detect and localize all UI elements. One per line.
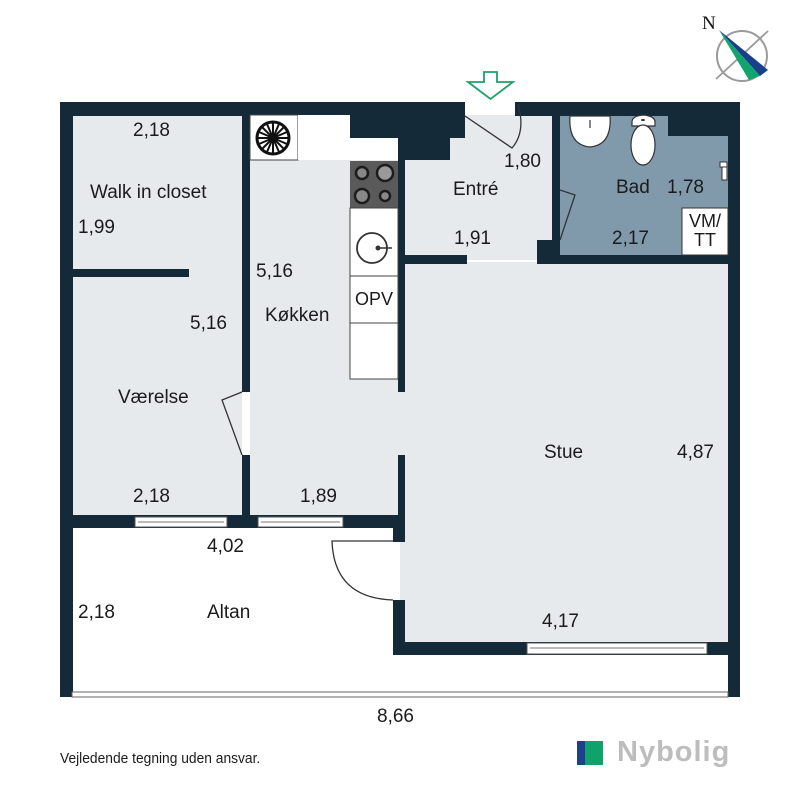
entrance-arrow-icon — [465, 71, 516, 101]
toilet-icon — [630, 114, 656, 166]
door-vaerelse — [221, 391, 243, 456]
entre-depth: 1,80 — [504, 151, 541, 172]
altan-name: Altan — [207, 602, 251, 623]
bad-width: 2,17 — [612, 228, 649, 249]
opv-label: OPV — [354, 289, 393, 309]
kitchen-fixtures — [249, 114, 399, 380]
counter-top — [298, 115, 350, 160]
floor-walk-in-closet-vaerelse — [72, 115, 242, 517]
vaerelse-depth: 5,16 — [190, 313, 227, 334]
stue-name: Stue — [544, 442, 584, 463]
doors — [221, 103, 576, 601]
nybolig-logo: Nybolig — [577, 738, 730, 767]
compass-north-label: N — [702, 13, 716, 34]
stue-width: 4,17 — [542, 611, 579, 632]
disclaimer-text: Vejledende tegning uden ansvar. — [60, 750, 261, 767]
bathroom-fixtures — [569, 114, 729, 256]
entre-width: 1,91 — [454, 228, 491, 249]
window-vaerelse — [134, 516, 228, 528]
tt-label: TT — [694, 229, 716, 250]
kokken-name: Køkken — [265, 305, 330, 326]
counter-lower — [349, 322, 399, 380]
walk-in-closet-depth: 1,99 — [78, 217, 115, 238]
walk-in-closet-name: Walk in closet — [90, 182, 207, 203]
washer-dryer-box — [681, 207, 729, 256]
nybolig-logo-icon — [577, 740, 603, 765]
door-altan — [331, 540, 394, 601]
nybolig-brand-text: Nybolig — [617, 736, 731, 768]
altan-depth: 2,18 — [78, 602, 115, 623]
stue-depth: 4,87 — [677, 442, 714, 463]
walk-in-closet-width: 2,18 — [133, 120, 170, 141]
altan-width: 4,02 — [207, 536, 244, 557]
walls — [60, 102, 740, 697]
sink-icon — [356, 232, 392, 264]
overall-width: 8,66 — [377, 706, 414, 727]
shower-tap-icon — [719, 161, 728, 181]
vaerelse-width: 2,18 — [133, 486, 170, 507]
counter-top-2 — [350, 138, 398, 160]
vm-label: VM/ — [688, 211, 721, 231]
vaerelse-name: Værelse — [118, 387, 189, 408]
stove-icon — [350, 161, 398, 208]
altan-railing — [71, 691, 729, 698]
bad-depth: 1,78 — [667, 177, 704, 198]
window-stue — [526, 642, 708, 655]
extractor-fan-icon — [255, 120, 291, 156]
kokken-width: 1,89 — [300, 486, 337, 507]
compass-icon — [715, 30, 769, 82]
bathroom-sink-icon — [569, 115, 611, 148]
vm-tt-label: VM/TT — [683, 212, 727, 250]
kokken-depth: 5,16 — [256, 261, 293, 282]
entre-name: Entré — [453, 179, 499, 200]
opv-box — [349, 275, 399, 324]
sink-counter — [349, 207, 399, 277]
window-kokken — [257, 516, 344, 528]
floor-stue — [400, 262, 728, 642]
door-bad — [559, 189, 576, 241]
bad-name: Bad — [616, 177, 650, 198]
windows — [71, 516, 729, 698]
door-entrance — [464, 103, 522, 149]
